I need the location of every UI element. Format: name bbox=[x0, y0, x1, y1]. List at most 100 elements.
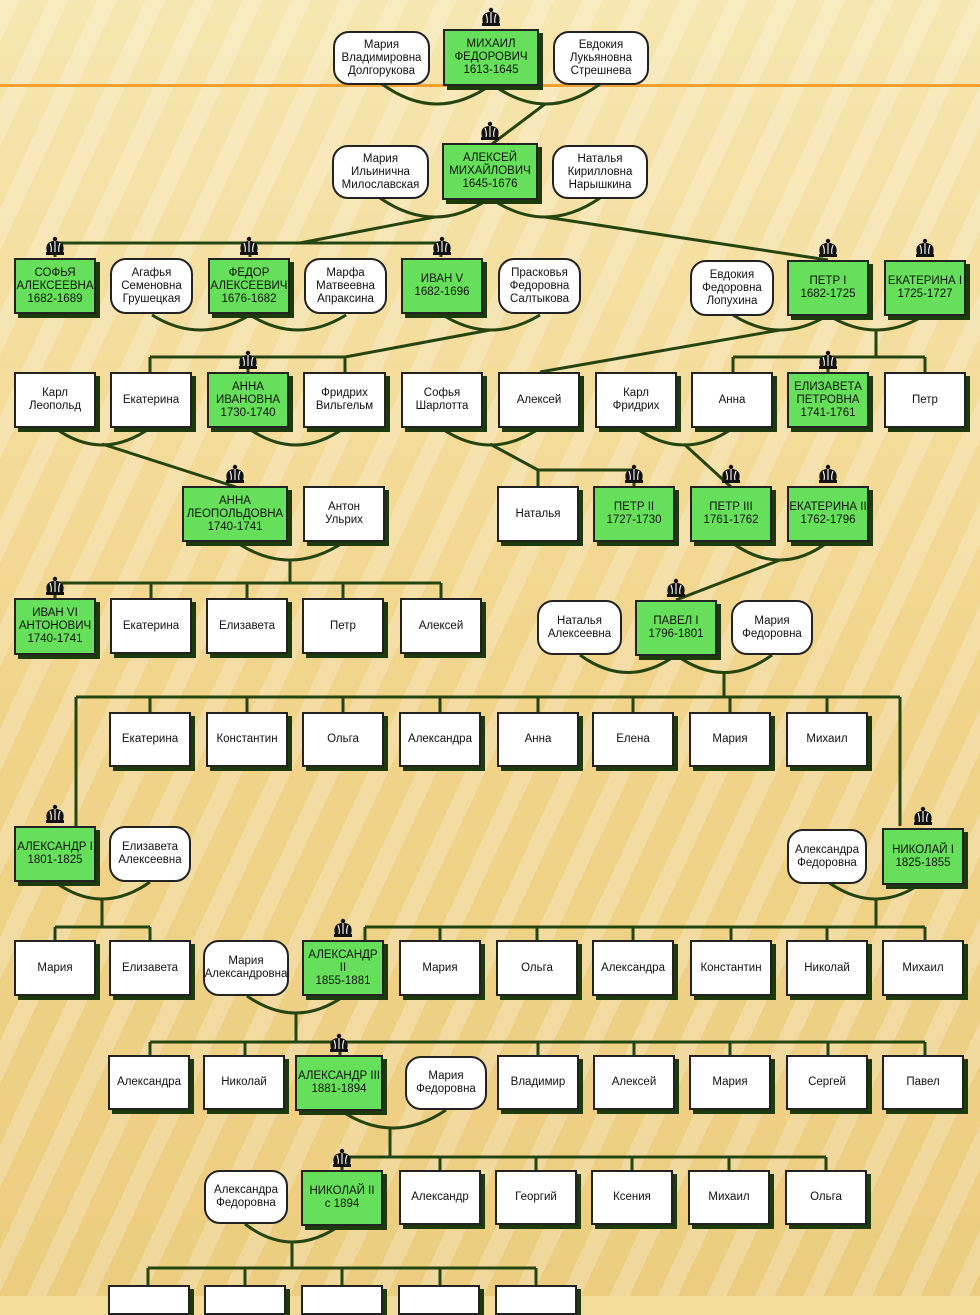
descent-line bbox=[344, 328, 491, 359]
tree-node-nikolai-aleksandrovich: Николай bbox=[203, 1055, 285, 1110]
marriage-arc bbox=[379, 196, 491, 219]
tree-node-petr-iii: ПЕТР III 1761-1762 bbox=[690, 486, 772, 542]
tree-node-agafia-grushetskaya: Агафья Семеновна Грушецкая bbox=[110, 258, 193, 314]
tree-node-mihail-fedorovich: МИХАИЛ ФЕДОРОВИЧ 1613-1645 bbox=[443, 29, 539, 86]
tree-node-aleksandr-ii: АЛЕКСАНДР II 1855-1881 bbox=[302, 940, 384, 996]
descent-line bbox=[101, 442, 237, 489]
tree-node-aleksandr-i: АЛЕКСАНДР I 1801-1825 bbox=[14, 826, 96, 882]
crown-icon bbox=[913, 238, 937, 258]
tree-node-fridrih-vilgelm: Фридрих Вильгельм bbox=[303, 372, 386, 428]
tree-node-maria-dolgorukova: Мария Владимировна Долгорукова bbox=[333, 31, 430, 85]
tree-node-ekaterina-ii: ЕКАТЕРИНА II 1762-1796 bbox=[787, 486, 869, 542]
crown-icon bbox=[664, 578, 688, 598]
marriage-arc bbox=[732, 313, 829, 332]
tree-node-elizaveta-alekseevna: Елизавета Алексеевна bbox=[109, 826, 191, 882]
tree-node-anna-leopoldovna: АННА ЛЕОПОЛЬДОВНА 1740-1741 bbox=[182, 486, 288, 542]
tree-node-ivan-vi: ИВАН VI АНТОНОВИЧ 1740-1741 bbox=[14, 598, 96, 655]
crown-icon bbox=[223, 464, 247, 484]
crown-icon bbox=[816, 350, 840, 370]
tree-node-praskovia-saltykova: Прасковья Федоровна Салтыкова bbox=[498, 258, 581, 314]
crown-icon bbox=[719, 464, 743, 484]
tree-node-mihail-pavlovich: Михаил bbox=[786, 712, 868, 767]
descent-line bbox=[539, 328, 781, 374]
marriage-arc bbox=[249, 313, 347, 332]
tree-node-anna-petrovna: Анна bbox=[691, 372, 773, 428]
crown-icon bbox=[479, 7, 503, 27]
tree-node-nikolai-nikolaevich: Николай bbox=[786, 940, 868, 996]
marriage-arc bbox=[247, 426, 345, 447]
tree-node-sofia-alekseevna: СОФЬЯ АЛЕКСЕЕВНА 1682-1689 bbox=[14, 258, 96, 314]
tree-node-konstantin-nikolaevich: Константин bbox=[690, 940, 772, 996]
tree-node-aleksandra-pavlovna: Александра bbox=[399, 712, 481, 767]
crown-icon bbox=[330, 1148, 354, 1168]
tree-node-mihail-nikolaevich: Михаил bbox=[882, 940, 964, 996]
marriage-arc bbox=[491, 82, 601, 106]
tree-node-child-3 bbox=[301, 1285, 383, 1315]
tree-node-ekaterina-pavlovna: Екатерина bbox=[109, 712, 191, 767]
marriage-arc bbox=[635, 426, 734, 447]
tree-node-karl-fridrih: Карл Фридрих bbox=[595, 372, 677, 428]
marriage-arc bbox=[235, 540, 345, 562]
tree-node-olga-nikolaevna: Ольга bbox=[496, 940, 578, 996]
tree-node-child-2 bbox=[204, 1285, 286, 1315]
marriage-arc bbox=[54, 880, 151, 901]
marriage-arc bbox=[54, 426, 151, 447]
tree-node-elena-pavlovna: Елена bbox=[592, 712, 674, 767]
crown-icon bbox=[816, 238, 840, 258]
tree-node-nikolai-i: НИКОЛАЙ I 1825-1855 bbox=[882, 828, 964, 885]
tree-node-anton-ulrih: Антон Ульрих bbox=[303, 486, 385, 542]
crown-icon bbox=[237, 236, 261, 256]
tree-node-child-4 bbox=[398, 1285, 480, 1315]
tree-node-aleksei-mihailovich: АЛЕКСЕЙ МИХАЙЛОВИЧ 1645-1676 bbox=[442, 143, 538, 200]
tree-node-maria-pavlovna: Мария bbox=[689, 712, 771, 767]
tree-node-aleksandra-aleksandrovna: Александра bbox=[108, 1055, 190, 1110]
tree-node-ekaterina-ivanovna: Екатерина bbox=[110, 372, 192, 428]
tree-node-evdokia-streshneva: Евдокия Лукьяновна Стрешнева bbox=[553, 31, 649, 85]
marriage-arc bbox=[381, 82, 493, 106]
crown-icon bbox=[236, 350, 260, 370]
marriage-arc bbox=[730, 540, 829, 562]
tree-node-aleksei-aleksandrovich: Алексей bbox=[593, 1055, 675, 1110]
tree-node-natalia-alekseevna-2: Наталья bbox=[497, 486, 579, 542]
marriage-arc bbox=[244, 1222, 343, 1244]
tree-node-maria-nikolaevna: Мария bbox=[399, 940, 481, 996]
marriage-arc bbox=[827, 880, 924, 901]
tree-node-maria-miloslavskaya: Мария Ильинична Милославская bbox=[332, 145, 429, 199]
crown-icon bbox=[43, 804, 67, 824]
tree-node-aleksandr-aleksandrovich: Александр bbox=[399, 1170, 481, 1225]
tree-node-maria-fedorovna-1: Мария Федоровна bbox=[731, 600, 813, 655]
tree-node-sofia-sharlotta: Софья Шарлотта bbox=[401, 372, 483, 428]
crown-icon bbox=[816, 464, 840, 484]
marriage-arc bbox=[827, 313, 926, 332]
marriage-arc bbox=[675, 653, 773, 674]
tree-node-aleksandr-iii: АЛЕКСАНДР III 1881-1894 bbox=[295, 1055, 383, 1111]
descent-line bbox=[675, 558, 781, 602]
tree-node-child-5 bbox=[495, 1285, 577, 1315]
tree-node-petr-i: ПЕТР I 1682-1725 bbox=[787, 260, 869, 316]
crown-icon bbox=[327, 1033, 351, 1053]
crown-icon bbox=[430, 236, 454, 256]
tree-node-petr-antonovich: Петр bbox=[302, 598, 384, 654]
tree-node-fedor-alekseevich: ФЕДОР АЛЕКСЕЕВИЧ 1676-1682 bbox=[208, 258, 290, 314]
crown-icon bbox=[43, 576, 67, 596]
tree-node-vladimir-aleksandrovich: Владимир bbox=[497, 1055, 579, 1110]
tree-node-sergei-aleksandrovich: Сергей bbox=[786, 1055, 868, 1110]
tree-node-maria-aleksandrovna-2: Мария bbox=[689, 1055, 771, 1110]
descent-line bbox=[544, 215, 829, 262]
tree-node-pavel-i: ПАВЕЛ I 1796-1801 bbox=[635, 600, 717, 656]
tree-node-ksenia-aleksandrovna: Ксения bbox=[591, 1170, 673, 1225]
tree-node-maria-aleksandrovna-1: Мария bbox=[14, 940, 96, 996]
tree-node-ivan-v: ИВАН V 1682-1696 bbox=[401, 258, 483, 314]
marriage-arc bbox=[440, 426, 541, 447]
crown-icon bbox=[911, 806, 935, 826]
tree-node-olga-aleksandrovna: Ольга bbox=[785, 1170, 867, 1225]
tree-node-aleksei-petrovich: Алексей bbox=[498, 372, 580, 428]
tree-node-marfa-apraksina: Марфа Матвеевна Апраксина bbox=[304, 258, 387, 314]
tree-node-karl-leopold: Карл Леопольд bbox=[14, 372, 96, 428]
tree-node-aleksandra-fedorovna-2: Александра Федоровна bbox=[204, 1170, 288, 1224]
tree-node-maria-aleksandrovna-spouse: Мария Александровна bbox=[203, 940, 289, 996]
tree-node-maria-fedorovna-2: Мария Федоровна bbox=[405, 1056, 487, 1110]
marriage-arc bbox=[246, 994, 345, 1015]
tree-node-petr-petrovich: Петр bbox=[884, 372, 966, 428]
tree-node-natalia-alekseevna: Наталья Алексеевна bbox=[537, 600, 622, 655]
